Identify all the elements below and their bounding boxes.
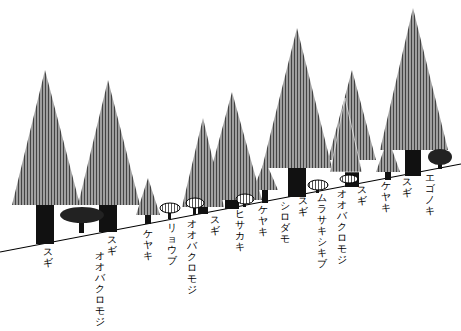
species-label: シロダモ [280, 200, 290, 244]
species-label: リョウブ [167, 222, 177, 266]
cedar-tree [203, 92, 262, 209]
species-label: オオバクロモジ [95, 250, 105, 327]
species-label: スギ [357, 184, 367, 206]
shrub [186, 198, 204, 215]
species-label: ヒサカキ [235, 208, 245, 252]
species-label: スギ [298, 195, 308, 217]
cedar-tree [262, 28, 332, 197]
shrub [340, 175, 358, 187]
species-label: ケヤキ [258, 204, 268, 237]
cedar-tree [328, 70, 376, 187]
species-label: スギ [43, 246, 53, 268]
shrub [308, 180, 328, 193]
species-label: オオバクロモジ [187, 218, 197, 295]
species-label: エゴノキ [425, 172, 435, 216]
species-label: ケヤキ [381, 180, 391, 213]
species-label: スギ [210, 214, 220, 236]
zelkova-tree [136, 178, 160, 224]
species-label: スギ [402, 176, 412, 198]
broadleaf-tree [428, 149, 452, 169]
species-label: ムラサキシキブ [317, 192, 327, 269]
species-label: ケヤキ [143, 228, 153, 261]
cedar-tree [330, 98, 362, 172]
shrub [236, 194, 254, 207]
species-label: オオバクロモジ [337, 188, 347, 265]
shrub [160, 203, 180, 219]
shrub [60, 207, 104, 233]
species-label: スギ [107, 234, 117, 256]
